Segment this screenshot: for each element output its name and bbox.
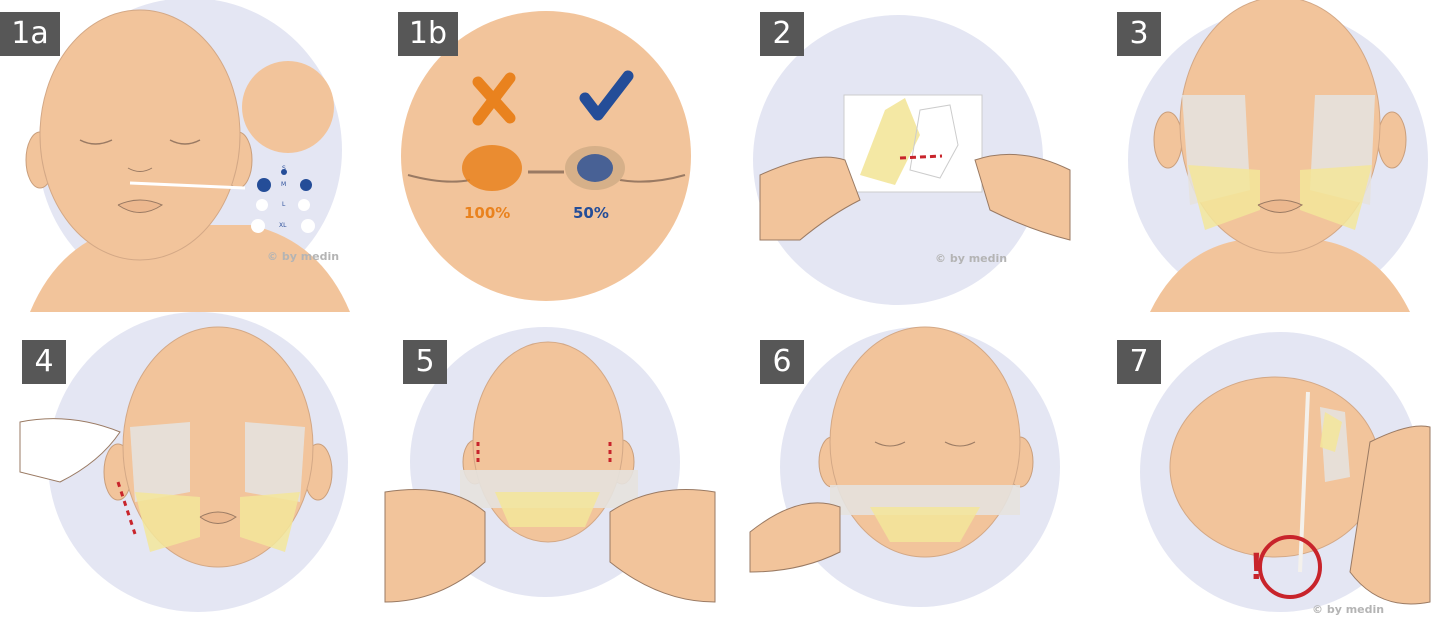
copyright-2: © by medin: [935, 252, 1007, 265]
step-label-7: 7: [1117, 340, 1161, 384]
size-label-l: L: [282, 201, 285, 208]
panel-1b: 1b 100% 50%: [360, 0, 720, 312]
panel-7: 7 ! © by medin: [1080, 312, 1437, 624]
panel-1a: 1a S M L XL © by medin: [0, 0, 360, 312]
step-label-5: 5: [403, 340, 447, 384]
panel-6: 6: [720, 312, 1080, 624]
step-label-1a: 1a: [0, 12, 60, 56]
step-label-4: 4: [22, 340, 66, 384]
step-label-3: 3: [1117, 12, 1161, 56]
percentage-right: 50%: [573, 204, 609, 222]
copyright-7: © by medin: [1312, 603, 1384, 616]
panel-4: 4: [0, 312, 360, 624]
step-label-1b: 1b: [398, 12, 458, 56]
size-label-s: S: [282, 165, 286, 172]
size-label-xl: XL: [279, 222, 286, 229]
step-label-2: 2: [760, 12, 804, 56]
size-label-m: M: [281, 181, 286, 188]
panel-5: 5: [360, 312, 720, 624]
panel-3: 3: [1080, 0, 1437, 312]
alert-mark: !: [1250, 546, 1263, 589]
panel-2: 2 © by medin: [720, 0, 1080, 312]
copyright-1a: © by medin: [267, 250, 339, 263]
percentage-wrong: 100%: [464, 204, 510, 222]
step-label-6: 6: [760, 340, 804, 384]
